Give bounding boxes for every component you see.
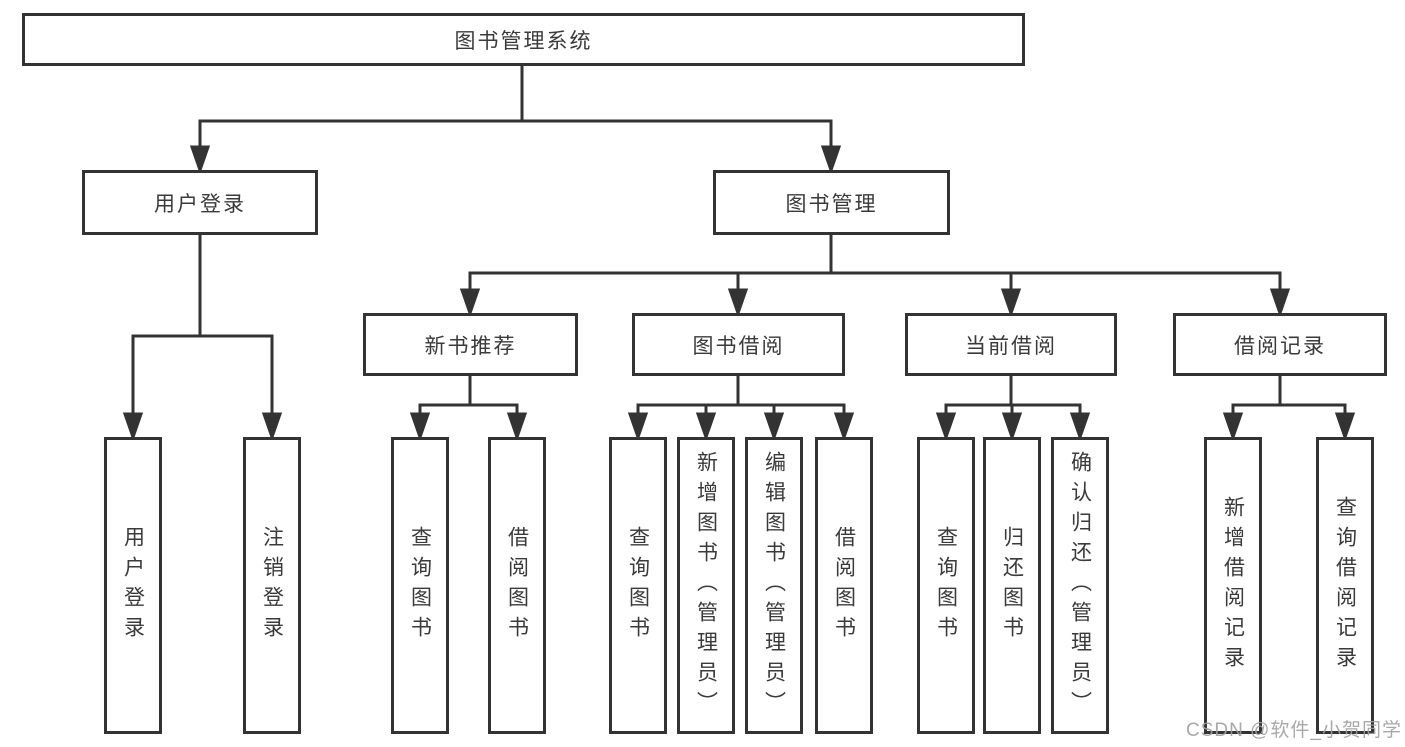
arrowhead bbox=[935, 412, 957, 442]
leaf-query-books-borrow: 查询图书 bbox=[609, 437, 667, 734]
node-book-management: 图书管理 bbox=[713, 170, 950, 235]
arrowhead bbox=[627, 412, 649, 442]
connector-book-mgmt-to-level2 bbox=[459, 233, 1291, 318]
node-library-system: 图书管理系统 bbox=[22, 13, 1025, 66]
node-borrow-record: 借阅记录 bbox=[1173, 313, 1387, 376]
arrowhead bbox=[1222, 412, 1244, 442]
arrowhead bbox=[189, 145, 211, 175]
node-current-borrow: 当前借阅 bbox=[905, 313, 1117, 376]
leaf-logout: 注销登录 bbox=[243, 437, 301, 734]
connector-borrow-record-to-leaves bbox=[1222, 374, 1356, 442]
connector-user-login-to-leaves bbox=[122, 233, 283, 442]
arrowhead bbox=[506, 412, 528, 442]
csdn-watermark: CSDN @软件_小贺同学 bbox=[1186, 720, 1402, 741]
leaf-add-borrow-record: 新增借阅记录 bbox=[1204, 437, 1262, 734]
arrowhead bbox=[820, 145, 842, 175]
arrowhead bbox=[459, 288, 481, 318]
leaf-edit-books-admin: 编辑图书（管理员） bbox=[745, 437, 803, 734]
connector-root-to-level1 bbox=[189, 64, 842, 175]
arrowhead bbox=[763, 412, 785, 442]
node-new-book-recommend: 新书推荐 bbox=[363, 313, 578, 376]
leaf-add-books-admin: 新增图书（管理员） bbox=[677, 437, 735, 734]
leaf-borrow-books: 借阅图书 bbox=[815, 437, 873, 734]
arrowhead bbox=[409, 412, 431, 442]
arrowhead bbox=[1001, 412, 1023, 442]
node-user-login: 用户登录 bbox=[82, 170, 318, 235]
leaf-query-borrow-record: 查询借阅记录 bbox=[1316, 437, 1374, 734]
arrowhead bbox=[1334, 412, 1356, 442]
leaf-user-login: 用户登录 bbox=[104, 437, 162, 734]
leaf-return-books: 归还图书 bbox=[983, 437, 1041, 734]
connector-new-book-rec-to-leaves bbox=[409, 374, 528, 442]
connector-current-borrow-to-leaves bbox=[935, 374, 1091, 442]
arrowhead bbox=[261, 412, 283, 442]
node-book-borrow: 图书借阅 bbox=[632, 313, 845, 376]
leaf-borrow-books-rec: 借阅图书 bbox=[488, 437, 546, 734]
arrowhead bbox=[1000, 288, 1022, 318]
leaf-query-books-rec: 查询图书 bbox=[391, 437, 449, 734]
arrowhead bbox=[1269, 288, 1291, 318]
arrowhead bbox=[833, 412, 855, 442]
leaf-confirm-return-admin: 确认归还（管理员） bbox=[1051, 437, 1109, 734]
arrowhead bbox=[122, 412, 144, 442]
connector-book-borrow-to-leaves bbox=[627, 374, 855, 442]
arrowhead bbox=[727, 288, 749, 318]
arrowhead bbox=[695, 412, 717, 442]
leaf-query-books-current: 查询图书 bbox=[917, 437, 975, 734]
arrowhead bbox=[1069, 412, 1091, 442]
